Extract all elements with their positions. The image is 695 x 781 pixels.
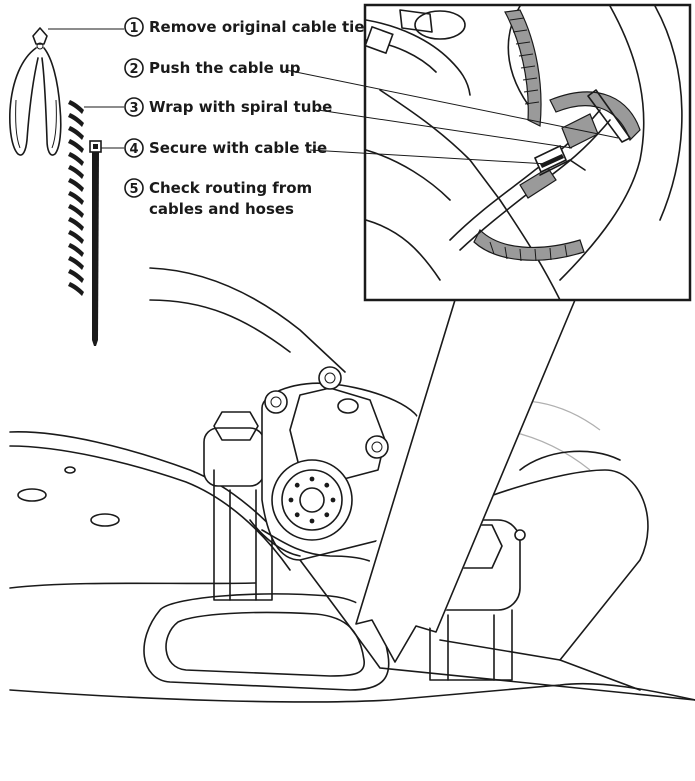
step-2-label: Push the cable up xyxy=(149,59,301,77)
spiral-tube-icon xyxy=(68,96,84,296)
step-5: 5 Check routing from cables and hoses xyxy=(124,178,312,218)
step-3: 3 Wrap with spiral tube xyxy=(84,97,332,117)
step-2: 2 Push the cable up xyxy=(124,58,301,78)
step-list: 1 Remove original cable tie 2 Push the c… xyxy=(48,17,365,218)
step-1-label: Remove original cable tie xyxy=(149,18,365,36)
step-4-label: Secure with cable tie xyxy=(149,139,327,157)
cable-tie-icon xyxy=(89,140,102,346)
zoom-callout-arrow xyxy=(350,299,576,663)
motorcycle-top-view xyxy=(9,267,695,703)
step-2-number: 2 xyxy=(129,62,138,77)
step-5-number: 5 xyxy=(129,182,138,197)
step-3-number: 3 xyxy=(129,101,138,116)
step-1: 1 Remove original cable tie xyxy=(48,17,365,37)
step-5-label-line1: Check routing from xyxy=(149,179,312,197)
side-cutter-pliers-icon xyxy=(9,27,62,156)
step-4: 4 Secure with cable tie xyxy=(101,138,327,158)
step-4-number: 4 xyxy=(129,142,138,157)
detail-inset xyxy=(285,3,692,302)
step-3-label: Wrap with spiral tube xyxy=(149,98,332,116)
step-1-number: 1 xyxy=(129,21,138,36)
step-5-label-line2: cables and hoses xyxy=(149,200,294,218)
